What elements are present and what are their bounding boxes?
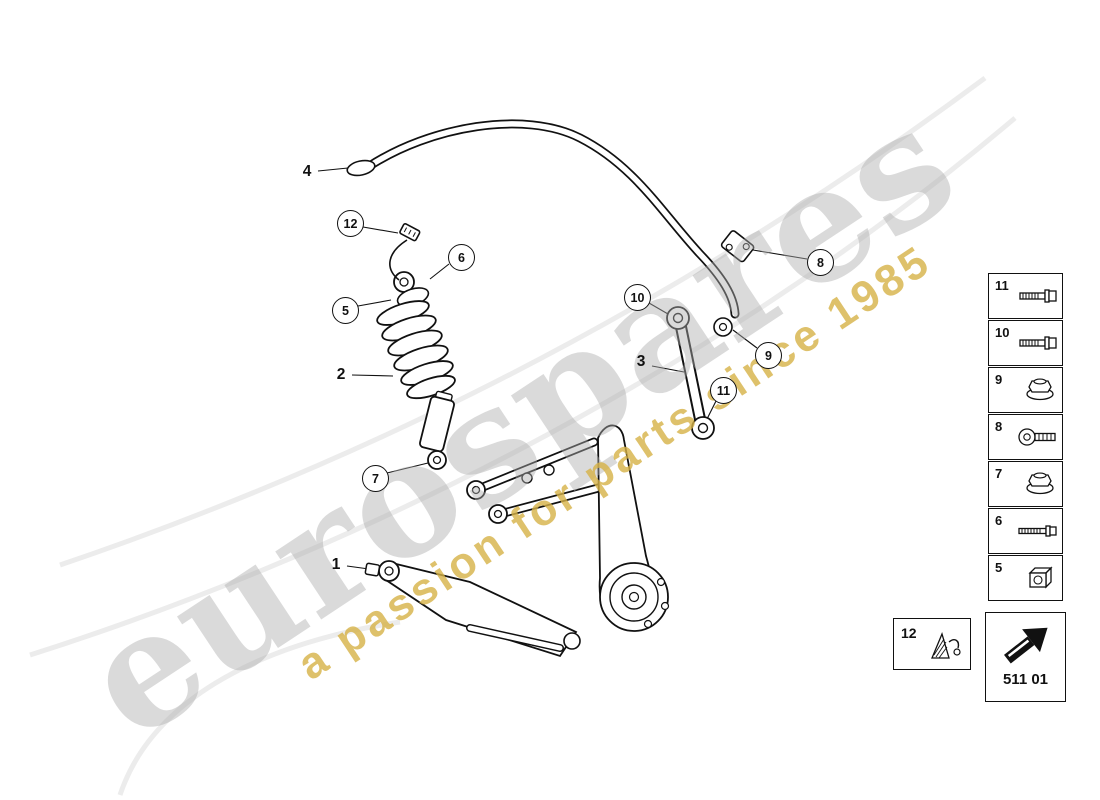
stabilizer-link-rod <box>666 306 715 440</box>
fastener-item-7[interactable]: 7 <box>988 461 1063 507</box>
sensor-legend-number: 12 <box>901 625 917 641</box>
fastener-item-9[interactable]: 9 <box>988 367 1063 413</box>
fastener-item-11[interactable]: 11 <box>988 273 1063 319</box>
lower-wishbone <box>385 560 578 658</box>
part-code-label: 511 01 <box>1002 671 1049 688</box>
callout-3[interactable]: 3 <box>636 353 646 370</box>
watermark-tagline: a passion for parts since 1985 <box>289 235 941 690</box>
sensor-connector <box>399 223 421 242</box>
sensor-part-icon <box>931 632 961 659</box>
fastener-item-6[interactable]: 6 <box>988 508 1063 554</box>
fastener-number: 9 <box>995 372 1003 387</box>
callout-11[interactable]: 11 <box>710 377 737 404</box>
part-code-box[interactable]: 511 01 <box>985 612 1066 702</box>
callout-10[interactable]: 10 <box>624 284 651 311</box>
hex-bolt-icon <box>1019 289 1057 303</box>
callout-4[interactable]: 4 <box>302 163 312 180</box>
fastener-number: 10 <box>995 325 1010 340</box>
callout-8[interactable]: 8 <box>807 249 834 276</box>
callout-12[interactable]: 12 <box>337 210 364 237</box>
fastener-item-10[interactable]: 10 <box>988 320 1063 366</box>
callout-leader-lines <box>317 167 808 570</box>
damper-body <box>419 390 455 453</box>
fastener-number: 7 <box>995 466 1003 481</box>
hex-bolt-icon <box>1018 525 1057 537</box>
callout-6[interactable]: 6 <box>448 244 475 271</box>
anti-roll-bar <box>346 119 755 337</box>
fastener-number: 5 <box>995 560 1003 575</box>
callout-1[interactable]: 1 <box>331 556 341 573</box>
coil-spring <box>376 300 456 400</box>
square-nut-icon <box>1028 566 1053 589</box>
hex-bolt-icon <box>1019 336 1057 350</box>
wheel-hub <box>599 562 669 632</box>
fastener-item-5[interactable]: 5 <box>988 555 1063 601</box>
wheel-upright <box>597 424 654 619</box>
suspension-arms-and-hub <box>364 424 670 658</box>
flange-nut-icon <box>1026 378 1054 401</box>
anti-roll-bar-clamp <box>720 230 755 263</box>
fastener-number: 6 <box>995 513 1003 528</box>
callout-7[interactable]: 7 <box>362 465 389 492</box>
sensor-legend-box[interactable]: 12 <box>893 618 971 670</box>
fastener-item-8[interactable]: 8 <box>988 414 1063 460</box>
fastener-number: 11 <box>995 278 1009 293</box>
callout-5[interactable]: 5 <box>332 297 359 324</box>
watermark-brand: eurospares <box>52 69 988 776</box>
callout-9[interactable]: 9 <box>755 342 782 369</box>
torx-screw-icon <box>1018 428 1056 446</box>
shock-absorber <box>376 223 456 470</box>
flange-nut-icon <box>1026 472 1054 495</box>
fastener-number: 8 <box>995 419 1003 434</box>
forward-arrow-icon <box>1003 627 1048 664</box>
callout-2[interactable]: 2 <box>336 366 346 383</box>
sensor-wire <box>389 239 408 281</box>
